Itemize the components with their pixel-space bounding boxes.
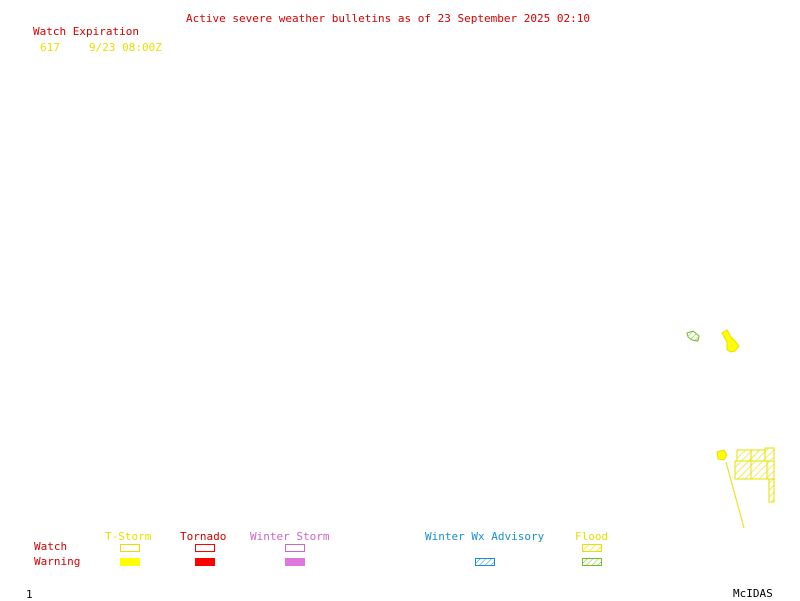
- legend-winter-storm-label: Winter Storm: [250, 530, 330, 543]
- tstorm-warning-small: [716, 449, 728, 461]
- watch-county: [764, 447, 775, 462]
- legend-winter-storm-watch-swatch: [285, 544, 305, 552]
- watch-county: [750, 460, 768, 480]
- legend-flood-watch-swatch: [582, 544, 602, 552]
- mcidas-brand: McIDAS: [733, 587, 773, 600]
- legend-tstorm-label: T-Storm: [105, 530, 152, 543]
- tstorm-warning-area: [721, 329, 740, 353]
- watch-county: [768, 478, 775, 503]
- legend-tornado-warning-swatch: [195, 558, 215, 566]
- watch-id: 617: [40, 41, 60, 54]
- legend-tstorm-warning-swatch: [120, 558, 140, 566]
- tstorm-watch-outline: [725, 461, 745, 529]
- frame-number: 1: [26, 588, 33, 601]
- legend-flood-warning-swatch: [582, 558, 602, 566]
- legend-winter-wx-advisory-label: Winter Wx Advisory: [425, 530, 545, 543]
- legend-winter-wx-advisory-swatch: [475, 558, 495, 566]
- watch-county: [736, 449, 752, 462]
- legend-tstorm-watch-swatch: [120, 544, 140, 552]
- legend-tornado-watch-swatch: [195, 544, 215, 552]
- watch-expiration-time: 9/23 08:00Z: [89, 41, 162, 54]
- legend-row-watch-label: Watch: [34, 540, 68, 553]
- legend-tornado-label: Tornado: [180, 530, 227, 543]
- flood-warning-area: [686, 330, 700, 342]
- bulletin-title: Active severe weather bulletins as of 23…: [186, 12, 590, 25]
- watch-county: [750, 449, 766, 462]
- legend-row-warning-label: Warning: [34, 555, 81, 568]
- watch-county: [734, 460, 752, 480]
- legend-winter-storm-warning-swatch: [285, 558, 305, 566]
- watch-county: [766, 460, 775, 480]
- watch-expiration-heading: Watch Expiration: [33, 25, 139, 38]
- legend-flood-label: Flood: [575, 530, 609, 543]
